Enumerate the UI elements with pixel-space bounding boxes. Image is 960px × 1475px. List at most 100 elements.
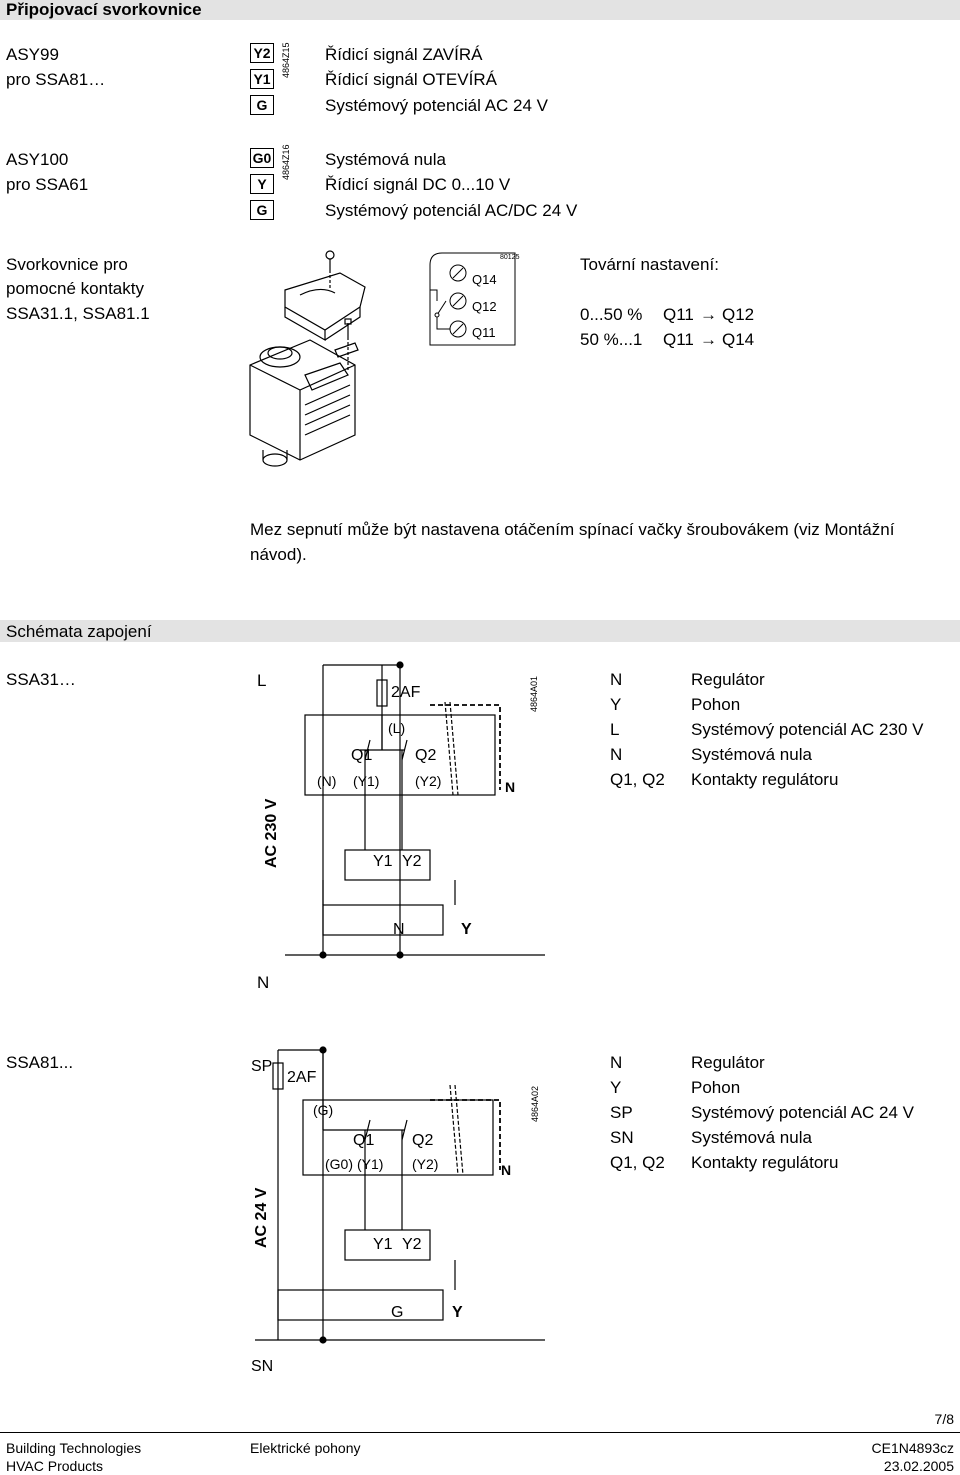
legend-value: Systémová nula (691, 745, 812, 764)
terminal-label: (N) (317, 773, 336, 789)
contact-label: Q1 (351, 747, 372, 764)
aux-label: pomocné kontakty (6, 279, 144, 298)
terminal-label: (Y1) (357, 1156, 383, 1172)
legend-value: Systémový potenciál AC 230 V (691, 720, 924, 739)
actuator-terminal: Y2 (402, 853, 422, 870)
terminal-box: G (250, 200, 274, 220)
contact-label: Q2 (412, 1132, 433, 1149)
footer-category: Elektrické pohony (250, 1440, 361, 1456)
factory-title: Tovární nastavení: (580, 255, 719, 274)
footer-date: 23.02.2005 (883, 1458, 954, 1474)
footer-company: Building Technologies (6, 1440, 142, 1456)
common-label: (L) (388, 720, 405, 736)
device-label: pro SSA81… (6, 70, 106, 89)
terminal-label: (Y2) (412, 1156, 438, 1172)
footer-divider (0, 1432, 960, 1433)
contact-label: Q12 (472, 299, 497, 314)
page-number: 7/8 (934, 1411, 954, 1427)
scheme-device: SSA81... (6, 1053, 74, 1072)
device-label: ASY100 (6, 150, 69, 169)
figure-code: 4864Z16 (281, 144, 291, 180)
figure-code: 4864A02 (530, 1085, 540, 1122)
aux-note: Mez sepnutí může být nastavena otáčením … (250, 520, 895, 564)
fuse-label: 2AF (287, 1069, 317, 1086)
legend-key: L (610, 720, 620, 739)
legend-value: Pohon (691, 695, 741, 714)
arrow-icon: → (700, 305, 717, 324)
actuator-terminal: Y1 (373, 1236, 393, 1253)
wiring-diagram-ssa81: SP 2AF (G) Q1 Q2 (G0) (Y1) (Y2) N Y1 Y2 … (251, 1046, 545, 1375)
terminal-desc: Systémová nula (325, 150, 446, 169)
legend-key: Q1, Q2 (610, 1153, 665, 1172)
figure-code: 4864Z15 (281, 42, 291, 78)
legend-key: SP (610, 1103, 633, 1122)
actuator-illustration (249, 250, 366, 467)
rail-label: L (257, 671, 266, 690)
regulator-terminal: G (391, 1304, 403, 1321)
legend-value: Pohon (691, 1078, 741, 1097)
rail-label: N (257, 973, 269, 992)
legend-value: Kontakty regulátoru (691, 770, 839, 789)
footer-division: HVAC Products (6, 1458, 103, 1474)
terminal-label: (Y2) (415, 773, 441, 789)
factory-to: Q14 (722, 330, 755, 349)
aux-label: SSA31.1, SSA81.1 (6, 304, 150, 323)
legend-key: N (610, 745, 623, 764)
legend-key: N (610, 670, 623, 689)
legend-key: Y (610, 1078, 622, 1097)
common-label: (G) (313, 1102, 333, 1118)
arrow-icon: → (700, 330, 717, 349)
footer-doc: CE1N4893cz (871, 1440, 955, 1456)
factory-range: 0...50 % (580, 305, 643, 324)
contact-label: Q1 (353, 1132, 374, 1149)
legend-value: Regulátor (691, 670, 765, 689)
rail-label: SN (251, 1358, 273, 1375)
wiring-diagram-ssa31: L 2AF (L) Q1 Q2 (N) (Y1) (Y2) N Y1 Y2 N … (257, 661, 545, 992)
legend-key: SN (610, 1128, 634, 1147)
legend-key: N (610, 1053, 623, 1072)
factory-to: Q12 (722, 305, 755, 324)
regulator-terminal: N (393, 921, 405, 938)
terminal-label: (G0) (325, 1156, 353, 1172)
contact-label: Q14 (472, 272, 497, 287)
regulator-terminal: Y (452, 1304, 463, 1321)
figure-code: 4864A01 (529, 675, 539, 712)
legend-key: Y (610, 695, 622, 714)
factory-from: Q11 (663, 305, 694, 324)
aux-contacts-diagram: Q14 Q12 Q11 80125 (429, 252, 520, 346)
terminal-desc: Řídicí signál OTEVÍRÁ (325, 70, 497, 89)
terminal-label: N (505, 779, 515, 795)
supply-label: AC 230 V (263, 798, 280, 868)
terminal-desc: Řídicí signál ZAVÍRÁ (325, 45, 483, 64)
terminal-box: G0 (250, 148, 274, 168)
contact-label: Q11 (472, 325, 496, 340)
page-title: Připojovací svorkovnice (6, 0, 202, 19)
terminal-desc: Systémový potenciál AC/DC 24 V (325, 201, 578, 220)
rail-label: SP (251, 1058, 272, 1075)
supply-label: AC 24 V (253, 1187, 270, 1248)
terminal-box: Y (250, 174, 274, 194)
device-label: pro SSA61 (6, 175, 89, 194)
contact-label: Q2 (415, 747, 436, 764)
legend-key: Q1, Q2 (610, 770, 665, 789)
scheme-device: SSA31… (6, 670, 76, 689)
figure-code: 80125 (500, 254, 520, 261)
legend-value: Systémový potenciál AC 24 V (691, 1103, 915, 1122)
terminal-box: Y2 (250, 43, 274, 63)
actuator-terminal: Y1 (373, 853, 393, 870)
terminal-label: (Y1) (353, 773, 379, 789)
legend-value: Kontakty regulátoru (691, 1153, 839, 1172)
legend-value: Regulátor (691, 1053, 765, 1072)
section-title: Schémata zapojení (6, 622, 152, 641)
actuator-terminal: Y2 (402, 1236, 422, 1253)
factory-range: 50 %...1 (580, 330, 643, 349)
terminal-desc: Systémový potenciál AC 24 V (325, 96, 549, 115)
terminal-label: N (501, 1162, 511, 1178)
fuse-label: 2AF (391, 684, 421, 701)
aux-label: Svorkovnice pro (6, 255, 128, 274)
terminal-desc: Řídicí signál DC 0...10 V (325, 175, 511, 194)
section-band (0, 620, 960, 642)
terminal-box: G (250, 95, 274, 115)
device-label: ASY99 (6, 45, 59, 64)
factory-from: Q11 (663, 330, 694, 349)
